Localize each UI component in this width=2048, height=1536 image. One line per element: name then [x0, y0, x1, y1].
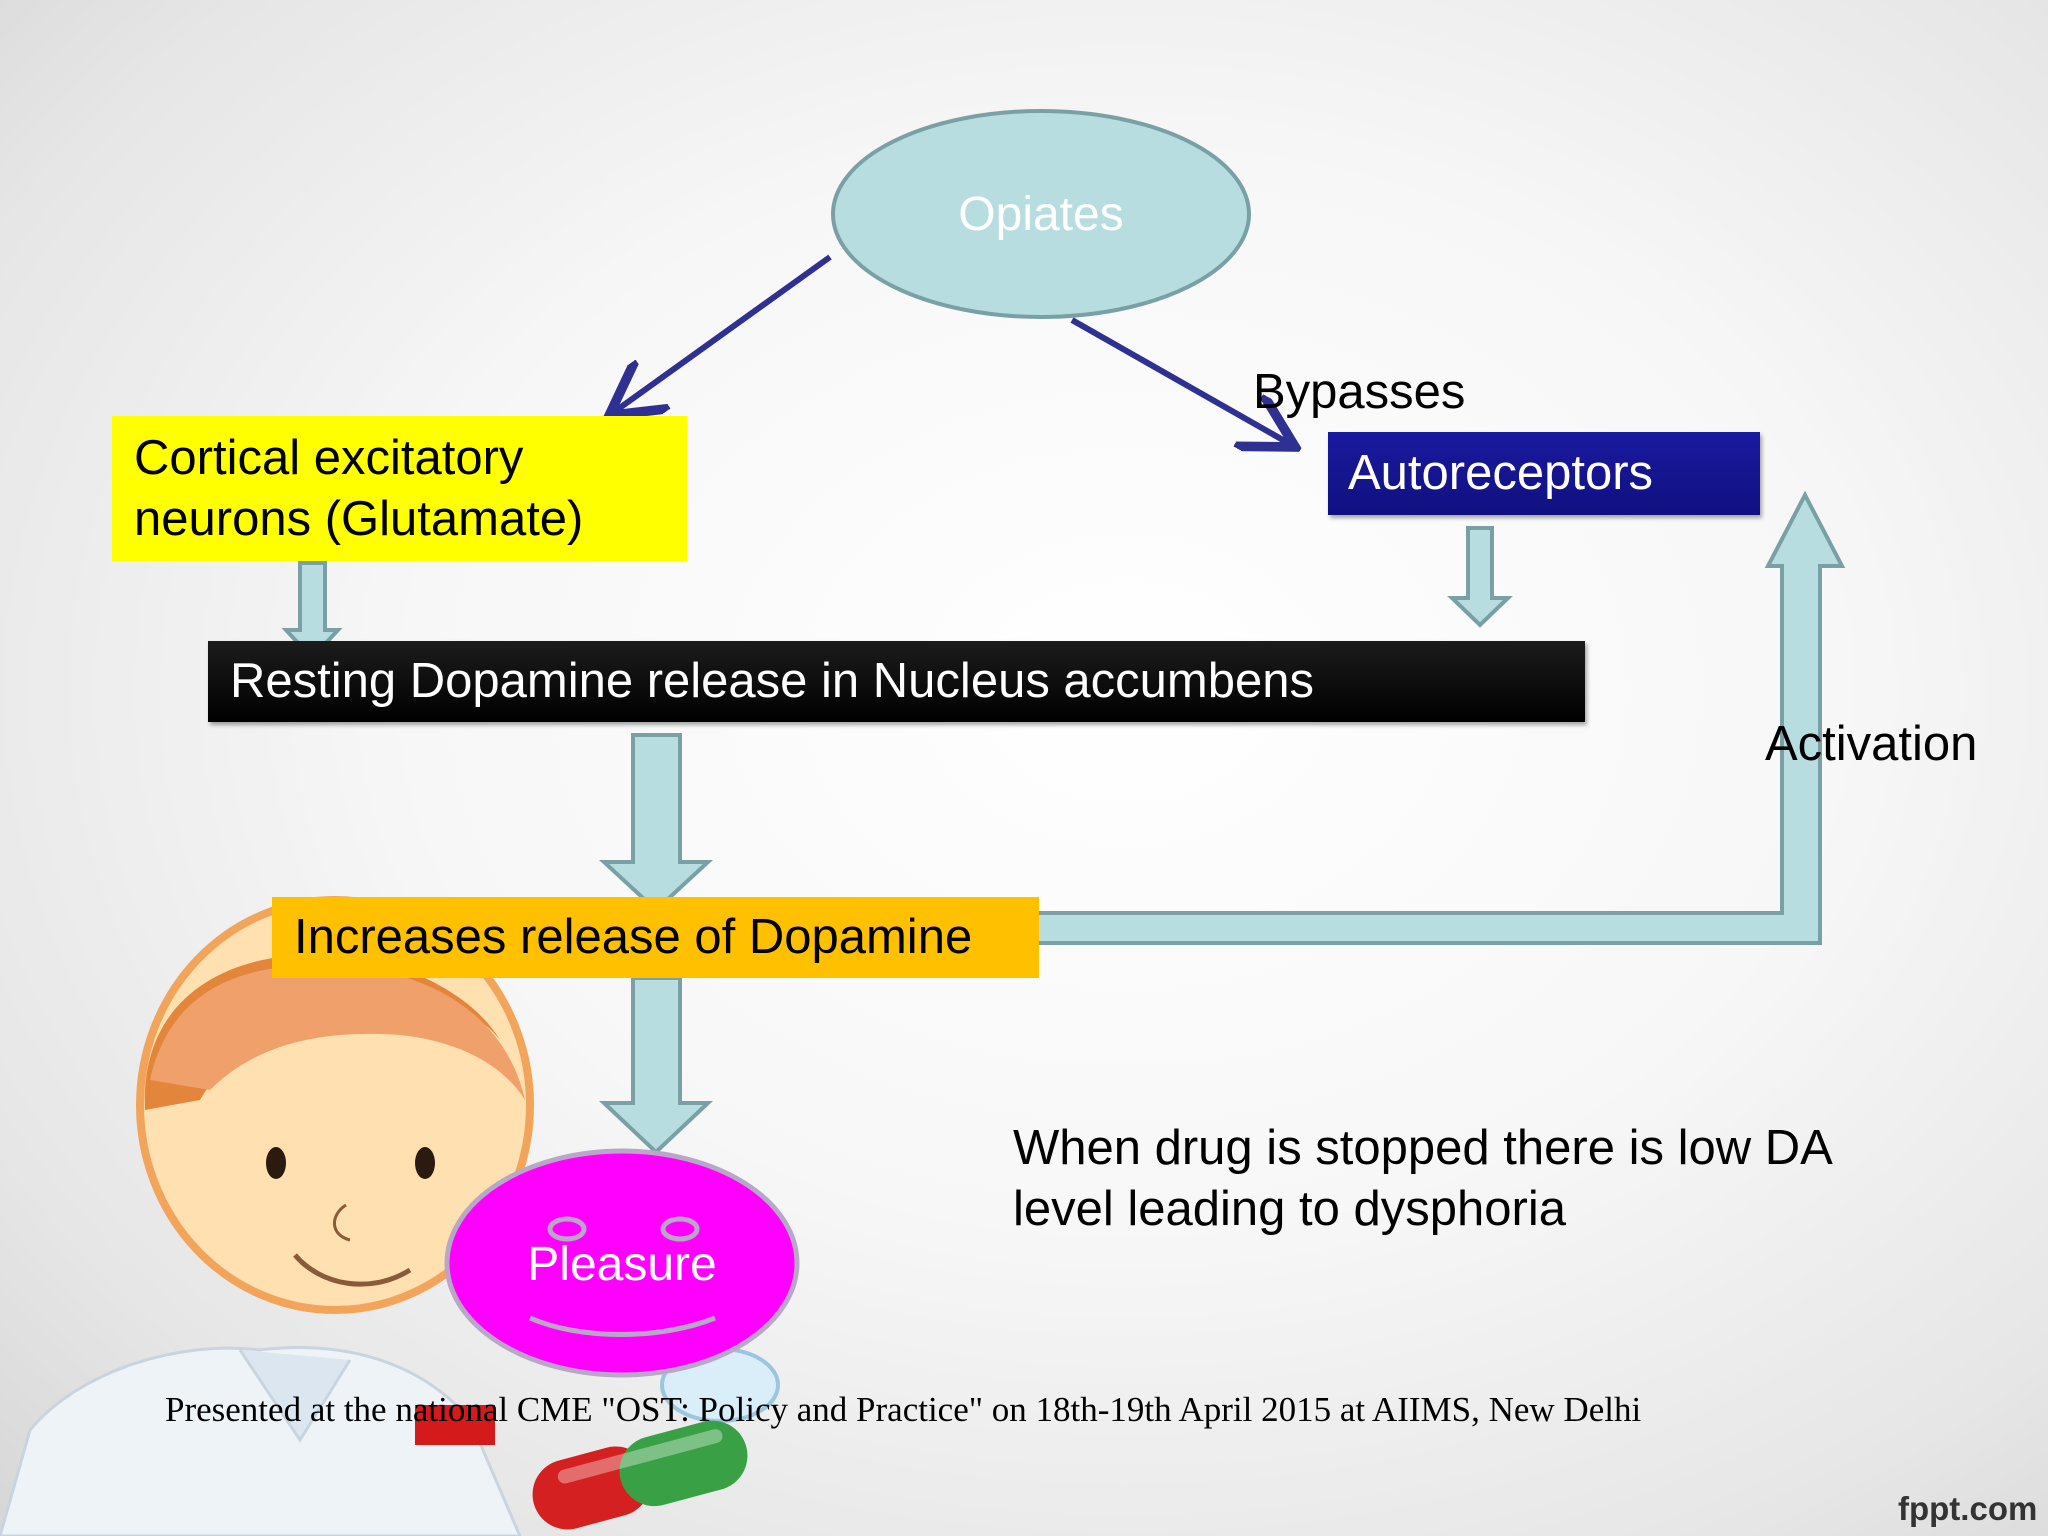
pill-capsule-icon	[532, 1347, 780, 1530]
presentation-footer: Presented at the national CME "OST: Poli…	[165, 1390, 1642, 1429]
increase-to-pleasure-block-arrow	[598, 976, 714, 1155]
glutamate-neurons-box: Cortical excitatory neurons (Glutamate)	[112, 416, 687, 561]
pleasure-right-eye	[660, 1216, 700, 1242]
glutamate-line-1: Cortical excitatory	[134, 431, 524, 485]
glutamate-line-2: neurons (Glutamate)	[134, 492, 584, 546]
autoreceptors-to-resting-block-arrow	[1447, 526, 1513, 628]
opiates-node	[831, 109, 1251, 319]
dysphoria-note: When drug is stopped there is low DA lev…	[1013, 1118, 1913, 1240]
opiates-to-autoreceptors-arrow	[1070, 317, 1290, 444]
pleasure-smile	[528, 1315, 716, 1337]
opiates-to-glutamate-arrow	[614, 254, 832, 412]
dysphoria-note-line-2: level leading to dysphoria	[1013, 1182, 1566, 1236]
increase-dopamine-box: Increases release of Dopamine	[272, 897, 1039, 978]
doctor-cartoon-illustration	[0, 896, 534, 1536]
resting-to-increase-block-arrow	[598, 733, 714, 913]
dysphoria-note-line-1: When drug is stopped there is low DA	[1013, 1121, 1833, 1175]
bypasses-label: Bypasses	[1253, 365, 1466, 419]
resting-dopamine-box: Resting Dopamine release in Nucleus accu…	[208, 641, 1585, 722]
pleasure-left-eye	[547, 1216, 587, 1242]
activation-feedback-block-arrow	[1022, 490, 1846, 945]
activation-label: Activation	[1765, 717, 1978, 771]
brand-watermark: fppt.com	[1898, 1490, 2038, 1527]
opiates-label: Opiates	[958, 188, 1123, 241]
pleasure-label: Pleasure	[527, 1238, 716, 1291]
autoreceptors-box: Autoreceptors	[1328, 432, 1760, 515]
